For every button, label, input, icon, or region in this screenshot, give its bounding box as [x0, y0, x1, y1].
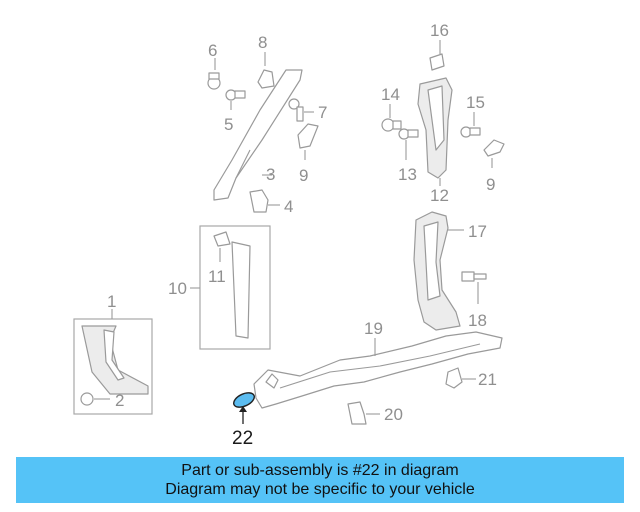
- callout-12: 12: [430, 186, 449, 205]
- part-7-screw: [288, 98, 314, 122]
- part-21-clip: [445, 367, 476, 389]
- callout-16: 16: [430, 21, 449, 40]
- callout-13: 13: [398, 165, 417, 184]
- part-20-clip: [347, 401, 380, 425]
- part-17-b-pillar-lower: [413, 211, 464, 331]
- callout-2: 2: [115, 391, 124, 410]
- part-14-clip: [381, 104, 402, 132]
- parts-diagram: 1 2 3 4 5 6 7 8 9 9 10 11 12 13 14 15 16…: [73, 21, 505, 449]
- part-19-sill-plate: [253, 331, 503, 409]
- part-9-pad-left: [297, 123, 319, 160]
- part-15-screw: [460, 112, 481, 138]
- callout-6: 6: [208, 41, 217, 60]
- callout-3: 3: [266, 165, 275, 184]
- info-banner: Part or sub-assembly is #22 in diagram D…: [16, 457, 624, 503]
- callout-9-left: 9: [299, 166, 308, 185]
- part-4-clip: [249, 189, 280, 213]
- part-16-clip: [429, 40, 445, 71]
- part-9-pad-right: [483, 139, 505, 168]
- part-5-screw: [225, 89, 246, 110]
- callout-1: 1: [107, 292, 116, 311]
- callout-14: 14: [381, 85, 400, 104]
- part-6-clip: [207, 58, 221, 90]
- banner-line-2: Diagram may not be specific to your vehi…: [165, 481, 475, 498]
- part-1-group: [73, 309, 153, 415]
- callout-20: 20: [384, 405, 403, 424]
- callout-21: 21: [478, 370, 497, 389]
- a-pillar-trim: [213, 69, 303, 201]
- part-13-screw: [398, 128, 419, 160]
- callout-22[interactable]: 22: [232, 428, 253, 449]
- callout-18: 18: [468, 311, 487, 330]
- banner-line-1: Part or sub-assembly is #22 in diagram: [181, 462, 459, 479]
- callout-5: 5: [224, 115, 233, 134]
- callout-11: 11: [208, 267, 226, 286]
- callout-9-right: 9: [486, 175, 495, 194]
- part-12-b-pillar-upper: [417, 77, 453, 186]
- callout-7: 7: [318, 103, 327, 122]
- part-8-clip: [257, 52, 275, 89]
- callout-15: 15: [466, 93, 485, 112]
- part-10-group: [190, 225, 271, 350]
- callout-19: 19: [364, 319, 383, 338]
- part-18-bolt: [461, 271, 487, 304]
- callout-17: 17: [468, 222, 487, 241]
- callout-4: 4: [284, 197, 293, 216]
- callout-10: 10: [168, 279, 187, 298]
- part-22-highlighted[interactable]: [231, 390, 256, 424]
- callout-8: 8: [258, 33, 267, 52]
